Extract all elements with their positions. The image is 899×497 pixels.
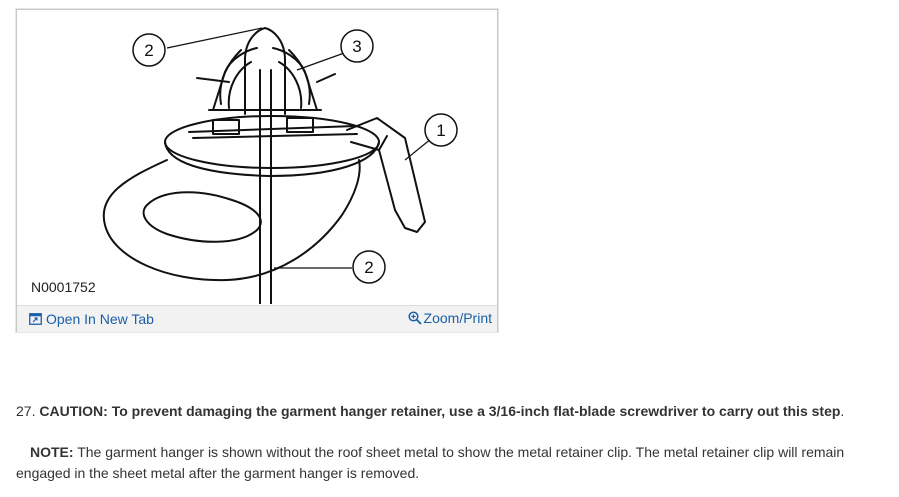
callout-label: 2: [144, 41, 153, 60]
open-in-new-tab-link[interactable]: Open In New Tab: [29, 311, 154, 327]
caution-text: To prevent damaging the garment hanger r…: [111, 403, 841, 419]
callout-label: 3: [352, 37, 361, 56]
procedure-step: 27. CAUTION: To prevent damaging the gar…: [16, 401, 886, 421]
caution-label: CAUTION:: [39, 403, 108, 419]
note-text: The garment hanger is shown without the …: [16, 444, 845, 481]
note-paragraph: NOTE: The garment hanger is shown withou…: [16, 442, 886, 484]
figure-id-label: N0001752: [31, 279, 96, 295]
zoom-print-label: Zoom/Print: [423, 310, 492, 326]
figure-container: 2 3 1 2 N0001752 Open In New Tab: [16, 9, 498, 332]
callout-circle-3: [340, 29, 374, 63]
step-number: 27.: [16, 403, 36, 419]
figure-footer: Open In New Tab Zoom/Print: [17, 305, 497, 332]
callout-circle-2-top: [132, 33, 166, 67]
callout-circle-2-bottom: [352, 250, 386, 284]
open-new-tab-icon: [29, 313, 42, 325]
open-in-new-tab-label: Open In New Tab: [46, 311, 154, 327]
garment-hanger-diagram: 2 3 1 2: [102, 27, 458, 304]
zoom-print-link[interactable]: Zoom/Print: [407, 310, 492, 326]
callout-label: 2: [364, 258, 373, 277]
zoom-magnifier-icon: [407, 311, 422, 325]
step-period: .: [840, 403, 845, 419]
note-label: NOTE:: [30, 444, 74, 460]
callout-circle-1: [424, 113, 458, 147]
callout-label: 1: [436, 121, 445, 140]
